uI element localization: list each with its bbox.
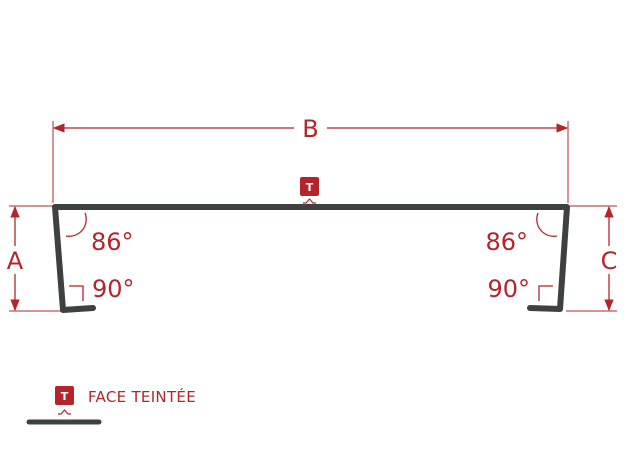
- legend-label: FACE TEINTÉE: [88, 387, 196, 406]
- right-top-angle-label: 86°: [485, 228, 528, 256]
- right-bottom-angle-mark: [538, 285, 553, 301]
- badge-box: [300, 177, 319, 196]
- badge-pointer: [303, 198, 316, 204]
- legend-badge-pointer: [58, 409, 71, 415]
- right-top-angle-arc: [536, 212, 558, 237]
- left-top-angle-arc: [65, 212, 87, 237]
- b-dimension-label: B: [302, 115, 318, 143]
- a-dimension-label: A: [7, 247, 24, 275]
- left-bottom-angle-label: 90°: [92, 275, 135, 303]
- legend-badge-letter: T: [61, 390, 69, 403]
- legend-badge-box: [55, 386, 74, 405]
- left-top-angle-label: 86°: [91, 228, 134, 256]
- painted-face-badge: T: [300, 177, 319, 204]
- sheet-profile: [52, 204, 570, 313]
- legend: T FACE TEINTÉE: [26, 386, 196, 425]
- badge-letter: T: [306, 181, 314, 194]
- right-bottom-angle-label: 90°: [487, 275, 530, 303]
- left-bottom-angle-mark: [69, 285, 84, 301]
- c-dimension-label: C: [601, 247, 618, 275]
